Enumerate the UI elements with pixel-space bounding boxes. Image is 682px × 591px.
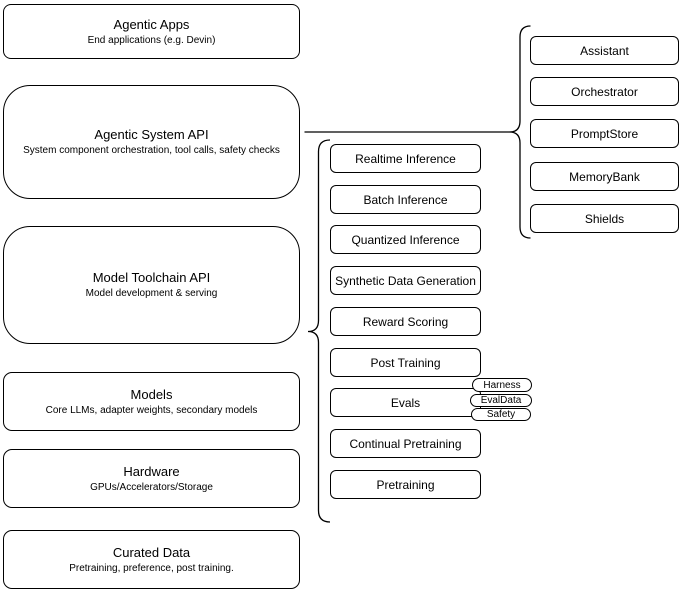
toolchain-item-pretraining: Pretraining	[330, 470, 481, 499]
eval-tag-evaldata: EvalData	[470, 394, 532, 407]
models-box: Models Core LLMs, adapter weights, secon…	[3, 372, 300, 431]
toolchain-item-label: Reward Scoring	[362, 314, 449, 329]
models-subtitle: Core LLMs, adapter weights, secondary mo…	[45, 404, 258, 416]
eval-tag-label: Safety	[486, 409, 516, 420]
toolchain-item-label: Batch Inference	[363, 192, 448, 207]
toolchain-item-label: Synthetic Data Generation	[335, 273, 476, 288]
agentic-apps-title: Agentic Apps	[113, 16, 190, 32]
toolchain-item-evals: Evals	[330, 388, 481, 417]
toolchain-item-label: Evals	[390, 395, 421, 410]
toolchain-item-synthetic-data-generation: Synthetic Data Generation	[330, 266, 481, 295]
component-shields: Shields	[530, 204, 679, 233]
model-toolchain-api-subtitle: Model development & serving	[85, 288, 218, 299]
toolchain-item-continual-pretraining: Continual Pretraining	[330, 429, 481, 458]
component-label: MemoryBank	[569, 169, 640, 184]
toolchain-item-batch-inference: Batch Inference	[330, 185, 481, 214]
agentic-apps-box: Agentic Apps End applications (e.g. Devi…	[3, 4, 300, 59]
component-label: PromptStore	[570, 126, 639, 141]
toolchain-item-label: Post Training	[370, 355, 441, 370]
component-orchestrator: Orchestrator	[530, 77, 679, 106]
agentic-system-api-box: Agentic System API System component orch…	[3, 85, 300, 199]
hardware-title: Hardware	[123, 463, 180, 479]
hardware-subtitle: GPUs/Accelerators/Storage	[90, 481, 213, 493]
model-toolchain-api-box: Model Toolchain API Model development & …	[3, 226, 300, 344]
curated-data-box: Curated Data Pretraining, preference, po…	[3, 530, 300, 589]
toolchain-item-label: Quantized Inference	[351, 232, 460, 247]
toolchain-item-reward-scoring: Reward Scoring	[330, 307, 481, 336]
system-components-brace	[509, 25, 531, 239]
eval-tag-label: Harness	[483, 379, 521, 391]
toolchain-item-post-training: Post Training	[330, 348, 481, 377]
component-assistant: Assistant	[530, 36, 679, 65]
component-memorybank: MemoryBank	[530, 162, 679, 191]
toolchain-item-realtime-inference: Realtime Inference	[330, 144, 481, 173]
curated-data-subtitle: Pretraining, preference, post training.	[69, 562, 234, 574]
agentic-system-api-subtitle: System component orchestration, tool cal…	[23, 145, 280, 156]
toolchain-item-label: Continual Pretraining	[349, 436, 462, 451]
toolchain-brace	[307, 139, 331, 523]
models-title: Models	[130, 386, 173, 402]
toolchain-item-quantized-inference: Quantized Inference	[330, 225, 481, 254]
toolchain-item-label: Pretraining	[376, 477, 435, 492]
toolchain-item-label: Realtime Inference	[355, 151, 456, 166]
component-label: Orchestrator	[571, 84, 638, 99]
component-label: Assistant	[580, 43, 629, 58]
hardware-box: Hardware GPUs/Accelerators/Storage	[3, 449, 300, 508]
component-label: Shields	[584, 211, 625, 226]
agentic-apps-subtitle: End applications (e.g. Devin)	[87, 34, 216, 46]
eval-tag-safety: Safety	[471, 408, 531, 421]
eval-tag-label: EvalData	[480, 395, 522, 406]
agentic-system-api-title: Agentic System API	[94, 127, 209, 142]
model-toolchain-api-title: Model Toolchain API	[92, 270, 211, 285]
component-promptstore: PromptStore	[530, 119, 679, 148]
curated-data-title: Curated Data	[112, 544, 191, 560]
eval-tag-harness: Harness	[472, 378, 532, 392]
